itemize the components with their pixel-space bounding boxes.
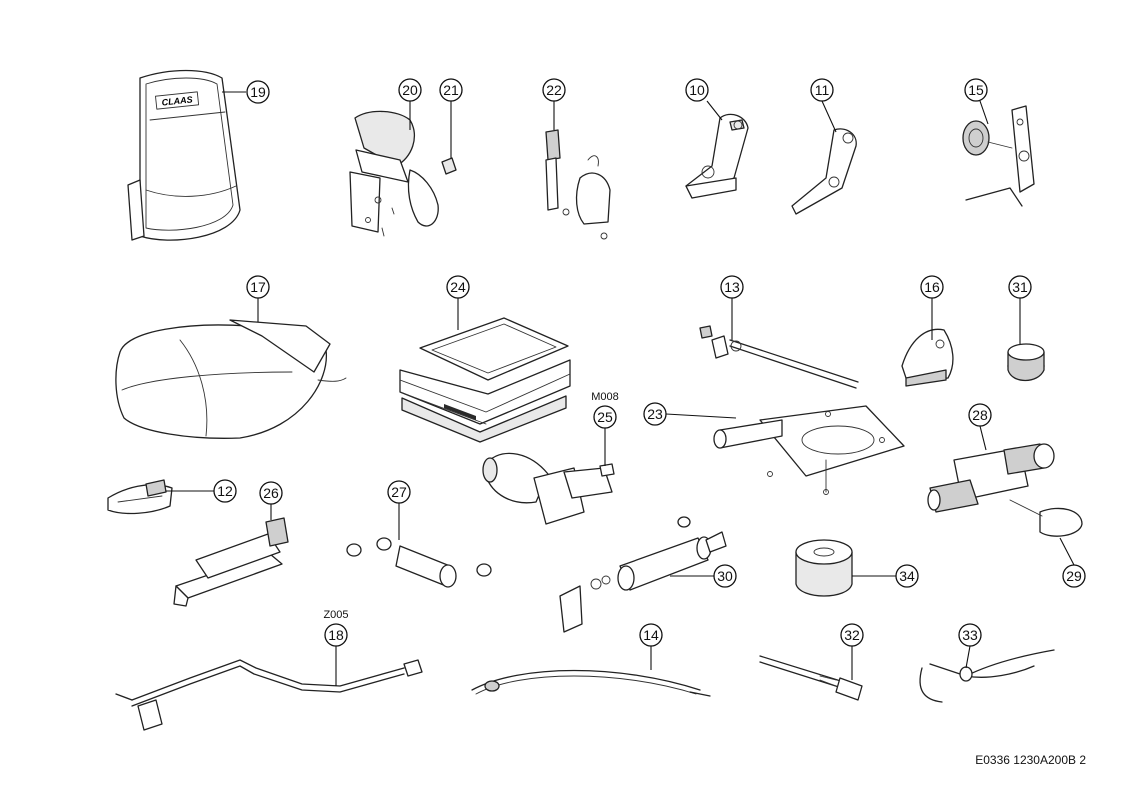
callout-17: 17 bbox=[246, 275, 270, 299]
part-30-damper bbox=[559, 516, 727, 633]
callout-13-label: 13 bbox=[724, 279, 740, 295]
callout-12-label: 12 bbox=[217, 483, 233, 499]
code-z005: Z005 bbox=[323, 609, 348, 621]
callout-24: 24 bbox=[446, 275, 470, 299]
callout-23-label: 23 bbox=[647, 406, 663, 422]
part-16-handle bbox=[901, 328, 954, 387]
callout-29: 29 bbox=[1062, 564, 1086, 588]
part-24-bellows bbox=[399, 317, 571, 443]
leader-lines bbox=[166, 91, 1075, 686]
part-21-clip bbox=[441, 157, 457, 175]
part-28-spring-assembly bbox=[927, 443, 1055, 513]
part-15-adjuster bbox=[962, 105, 1035, 207]
callout-22: 22 bbox=[542, 78, 566, 102]
callout-32-label: 32 bbox=[844, 627, 860, 643]
callout-16-label: 16 bbox=[924, 279, 940, 295]
part-12-latch bbox=[107, 479, 173, 515]
callout-27-label: 27 bbox=[391, 484, 407, 500]
callout-26: 26 bbox=[259, 481, 283, 505]
part-22-seat-belt bbox=[545, 129, 611, 240]
part-18-cable-harness bbox=[115, 659, 423, 731]
callout-14: 14 bbox=[639, 623, 663, 647]
callout-20: 20 bbox=[398, 78, 422, 102]
callout-34: 34 bbox=[895, 564, 919, 588]
callout-21-label: 21 bbox=[443, 82, 459, 98]
callout-17-label: 17 bbox=[250, 279, 266, 295]
callout-33-label: 33 bbox=[962, 627, 978, 643]
callout-21: 21 bbox=[439, 78, 463, 102]
callout-15: 15 bbox=[964, 78, 988, 102]
part-10-bracket bbox=[685, 113, 749, 199]
part-13-shaft bbox=[699, 325, 859, 389]
callout-31: 31 bbox=[1008, 275, 1032, 299]
part-27-gas-spring bbox=[346, 537, 492, 588]
callout-29-label: 29 bbox=[1066, 568, 1082, 584]
callout-34-label: 34 bbox=[899, 568, 915, 584]
callout-30-label: 30 bbox=[717, 568, 733, 584]
callout-25-label: 25 bbox=[597, 409, 613, 425]
part-25-motor bbox=[482, 452, 615, 525]
callout-19-label: 19 bbox=[250, 84, 266, 100]
code-m008: M008 bbox=[591, 391, 619, 403]
callout-10-label: 10 bbox=[689, 82, 705, 98]
part-19-backrest: CLAAS bbox=[127, 69, 241, 241]
callout-33: 33 bbox=[958, 623, 982, 647]
part-26-switch-rail bbox=[173, 517, 289, 607]
callout-27: 27 bbox=[387, 480, 411, 504]
callout-31-label: 31 bbox=[1012, 279, 1028, 295]
document-id: E0336 1230A200B 2 bbox=[975, 753, 1086, 767]
part-33-wire bbox=[919, 649, 1055, 703]
callout-13: 13 bbox=[720, 275, 744, 299]
callout-11: 11 bbox=[810, 78, 834, 102]
callout-12: 12 bbox=[213, 479, 237, 503]
callout-18-label: 18 bbox=[328, 627, 344, 643]
callout-14-label: 14 bbox=[643, 627, 659, 643]
part-11-bracket-plate bbox=[791, 128, 857, 215]
callout-28-label: 28 bbox=[972, 407, 988, 423]
callout-24-label: 24 bbox=[450, 279, 466, 295]
callout-20-label: 20 bbox=[402, 82, 418, 98]
part-14-bowden-cable bbox=[471, 669, 711, 697]
callout-11-label: 11 bbox=[815, 82, 830, 98]
callout-28: 28 bbox=[968, 403, 992, 427]
callout-16: 16 bbox=[920, 275, 944, 299]
part-20-armrest bbox=[349, 110, 439, 237]
backrest-logo: CLAAS bbox=[161, 94, 193, 107]
part-29-release-lever bbox=[1009, 499, 1083, 537]
part-34-cover bbox=[795, 539, 853, 597]
callout-15-label: 15 bbox=[968, 82, 984, 98]
callout-19: 19 bbox=[246, 80, 270, 104]
callout-23: 23 bbox=[643, 402, 667, 426]
callout-26-label: 26 bbox=[263, 485, 279, 501]
callout-10: 10 bbox=[685, 78, 709, 102]
part-17-cushion bbox=[115, 319, 347, 439]
part-23-base-plate bbox=[713, 405, 905, 495]
callout-25: 25 bbox=[593, 405, 617, 429]
callout-32: 32 bbox=[840, 623, 864, 647]
callout-22-label: 22 bbox=[546, 82, 562, 98]
part-32-cable-end bbox=[759, 655, 863, 701]
callout-18: 18 bbox=[324, 623, 348, 647]
callout-30: 30 bbox=[713, 564, 737, 588]
part-31-buffer bbox=[1007, 343, 1045, 382]
